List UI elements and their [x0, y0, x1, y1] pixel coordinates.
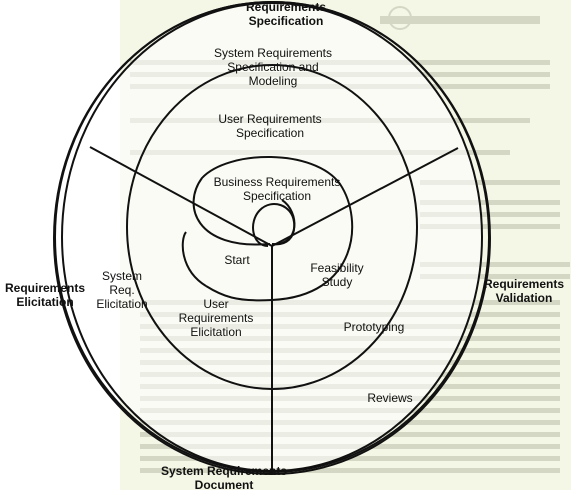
label-business-requirements-specification: Business Requirements Specification: [213, 175, 341, 203]
label-requirements-specification: Requirements Specification: [245, 0, 327, 28]
label-requirements-validation: Requirements Validation: [483, 277, 565, 305]
label-prototyping: Prototyping: [343, 320, 405, 334]
label-reviews: Reviews: [367, 391, 413, 405]
label-start: Start: [224, 253, 250, 267]
label-feasibility-study: Feasibility Study: [310, 261, 364, 289]
label-system-req-elicitation: System Req. Elicitation: [96, 269, 148, 311]
inner-spiral-join: [181, 231, 207, 287]
label-user-requirements-specification: User Requirements Specification: [218, 112, 322, 140]
background-logo-mark: [388, 6, 412, 30]
label-requirements-elicitation: Requirements Elicitation: [4, 281, 86, 309]
divider-left: [89, 146, 273, 247]
label-system-requirements-specification: System Requirements Specification and Mo…: [213, 46, 333, 88]
center-spiral-tail: [271, 199, 296, 246]
divider-right: [271, 147, 459, 247]
label-user-requirements-elicitation: User Requirements Elicitation: [178, 297, 254, 339]
inner-spiral-ring: [192, 156, 354, 302]
label-system-requirements-document: System Requirements Document: [160, 464, 288, 490]
